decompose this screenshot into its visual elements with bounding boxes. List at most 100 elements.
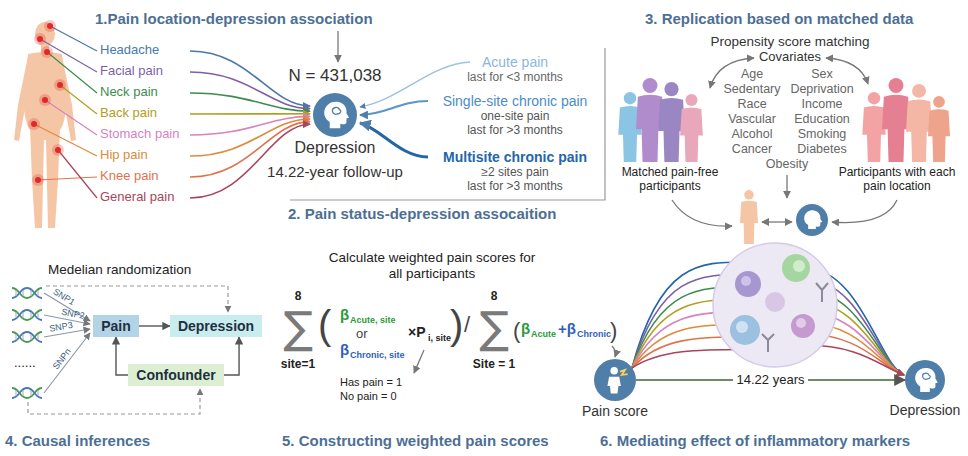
inflammatory-cells-part <box>782 254 810 282</box>
small-person <box>740 190 758 244</box>
status-arrows-part <box>360 101 428 115</box>
inflammatory-cells-part <box>730 315 760 345</box>
matching-arrows <box>672 58 897 226</box>
pain-location-label: Headache <box>100 43 159 58</box>
formula-term: Site = 1 <box>473 358 515 372</box>
covariate-label: Cancer <box>732 142 772 156</box>
formula-paren: ( <box>318 302 331 348</box>
head-profile <box>324 102 349 129</box>
location-arrows-part <box>190 124 310 198</box>
pain-location-label: General pain <box>100 190 174 205</box>
left-people-part <box>658 82 685 162</box>
snp-lines-part <box>44 333 90 393</box>
right-people <box>862 78 950 162</box>
panel-title: 5. Constructing weighted pain scores <box>282 432 549 449</box>
status-name: Single-site chronic pain <box>443 93 588 109</box>
pain-dots-part <box>37 36 43 42</box>
formula-paren: ( <box>513 318 520 343</box>
title-arrow <box>337 31 338 62</box>
inflammatory-cells-part <box>713 243 837 367</box>
method-label: Covariates <box>759 50 821 65</box>
node-text: Depression <box>178 317 254 335</box>
mediation-fans-part <box>632 350 745 369</box>
covariate-label: Sex <box>811 67 833 81</box>
figure-head <box>610 367 618 375</box>
inflammatory-cells-part <box>762 283 828 352</box>
formula-paren: ) <box>450 302 463 348</box>
inflammatory-cells-part <box>736 321 748 333</box>
icon-node: Depression <box>313 93 357 137</box>
matching-arrows-part <box>832 200 897 223</box>
pain-dots-part <box>32 174 44 186</box>
dashed-paths-part <box>28 389 200 414</box>
formula-subscript: Chronic <box>577 329 611 339</box>
mediation-fans-part <box>805 345 904 375</box>
formula-term: β <box>521 320 530 337</box>
node-heading: Depression <box>890 402 961 418</box>
formula-term: β <box>340 306 349 323</box>
pain-dots <box>28 20 66 186</box>
icon-node: Depression <box>905 360 945 400</box>
status-note: last for >3 months <box>467 124 563 138</box>
node-heading: Depression <box>295 139 376 157</box>
icon-symbol <box>313 93 357 137</box>
dna-icons-part <box>12 310 42 320</box>
small-depression-icon-part <box>804 210 822 229</box>
node-text: Confounder <box>136 366 215 384</box>
matching-arrows-part <box>672 200 732 226</box>
brain-mark <box>332 107 340 114</box>
right-people-part <box>928 96 950 162</box>
status-note: one-site pain <box>481 110 550 124</box>
leader-lines-part <box>50 26 97 51</box>
formula-arrows <box>414 346 616 373</box>
covariate-label: Income <box>802 97 843 111</box>
pain-dots-part <box>41 46 53 58</box>
pain-dots-part <box>31 121 37 127</box>
pain-dots-part <box>55 147 61 153</box>
figure-body <box>607 377 620 394</box>
inflammatory-cells-part <box>793 260 805 272</box>
body-figure <box>14 22 76 228</box>
leader-lines-part <box>38 177 97 180</box>
formula-subscript: Acute <box>531 329 556 339</box>
panel-title: 4. Causal inferences <box>5 432 150 449</box>
pain-location-label: Facial pain <box>100 64 163 79</box>
formula-term: site=1 <box>281 358 315 372</box>
formula-term: ×P <box>408 324 426 340</box>
pain-dots-part <box>34 33 46 45</box>
method-label: Calculate weighted pain scores for all p… <box>325 250 540 281</box>
formula-paren: ) <box>610 318 617 343</box>
formula-arrows-part <box>414 350 424 373</box>
leader-lines-part <box>34 124 97 156</box>
icon-symbol <box>905 360 945 400</box>
pain-dots-part <box>28 118 40 130</box>
ellipsis: ...... <box>14 356 36 371</box>
pain-dots-part <box>42 97 48 103</box>
dna-icons-part <box>12 332 42 342</box>
process-box: Depression <box>170 315 262 337</box>
covariate-label: Smoking <box>798 127 847 141</box>
location-arrows-part <box>190 119 310 156</box>
pain-location-label: Stomach pain <box>100 127 180 142</box>
covariate-label: Alcohol <box>732 127 773 141</box>
formula-term: 8 <box>295 290 302 304</box>
status-name: Acute pain <box>482 54 548 70</box>
inflammatory-cells-part <box>765 292 785 312</box>
location-arrows-part <box>190 113 310 115</box>
brain-mark <box>923 373 931 379</box>
inflammatory-cells-part <box>741 276 751 286</box>
body-figure-part <box>14 56 31 141</box>
pain-dots-part <box>52 144 64 156</box>
inflammatory-cells-part <box>796 318 806 328</box>
pain-dots-part <box>54 79 66 91</box>
leader-lines-part <box>40 39 97 72</box>
status-note: ≥2 sites pain <box>481 166 548 180</box>
icon-symbol <box>594 359 636 401</box>
dashed-paths <box>28 286 228 414</box>
inflammatory-cells <box>713 243 837 367</box>
pain-flash <box>620 370 628 375</box>
covariate-label: Race <box>737 97 766 111</box>
pain-dots-part <box>39 94 51 106</box>
group-label: Participants with each pain location <box>837 166 957 194</box>
process-box: Confounder <box>128 364 223 386</box>
